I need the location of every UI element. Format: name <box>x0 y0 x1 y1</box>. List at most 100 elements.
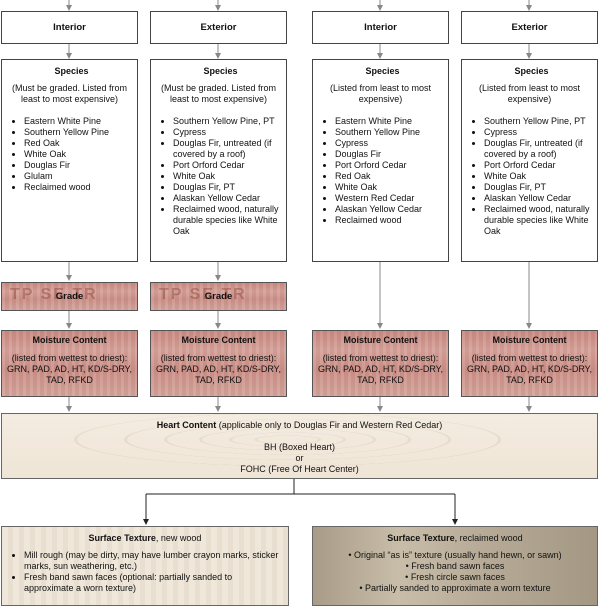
header-label: Interior <box>364 22 397 33</box>
moisture-values: GRN, PAD, AD, HT, KD/S-DRY, TAD, RFKD <box>155 364 282 385</box>
list-item: Alaskan Yellow Cedar <box>173 193 282 204</box>
heart-option-fohc: FOHC (Free Of Heart Center) <box>240 464 359 474</box>
moisture-note: (listed from wettest to driest): <box>322 353 439 363</box>
moisture-box-1: Moisture Content (listed from wettest to… <box>1 330 138 397</box>
moisture-title: Moisture Content <box>181 335 256 345</box>
surface-reclaimed-title: Surface Texture, reclaimed wood <box>321 533 589 544</box>
list-item: Douglas Fir, untreated (if covered by a … <box>173 138 282 160</box>
list-item: Douglas Fir, PT <box>484 182 593 193</box>
list-item: Port Orford Cedar <box>335 160 444 171</box>
heart-title-rest: (applicable only to Douglas Fir and West… <box>216 420 443 430</box>
grade-box-1: TP SE TR Grade <box>1 282 138 311</box>
list-item: Reclaimed wood <box>335 215 444 226</box>
list-item: Eastern White Pine <box>24 116 133 127</box>
list-item: Western Red Cedar <box>335 193 444 204</box>
species-box-4: Species (Listed from least to most expen… <box>461 59 598 262</box>
moisture-values: GRN, PAD, AD, HT, KD/S-DRY, TAD, RFKD <box>6 364 133 385</box>
surface-reclaimed-title-rest: , reclaimed wood <box>454 533 523 543</box>
surface-reclaimed-item: • Fresh band sawn faces <box>405 561 505 571</box>
list-item: Douglas Fir <box>24 160 133 171</box>
list-item: White Oak <box>24 149 133 160</box>
list-item: Cypress <box>335 138 444 149</box>
species-title: Species <box>514 66 549 76</box>
list-item: Douglas Fir <box>335 149 444 160</box>
list-item: Southern Yellow Pine, PT <box>484 116 593 127</box>
grade-stamp-image: TP SE TR <box>159 286 247 303</box>
list-item: White Oak <box>173 171 282 182</box>
species-list: Eastern White PineSouthern Yellow PineCy… <box>321 116 444 226</box>
surface-new-list: Mill rough (may be dirty, may have lumbe… <box>10 550 280 594</box>
list-item: Red Oak <box>335 171 444 182</box>
list-item: Eastern White Pine <box>335 116 444 127</box>
species-box-1: Species (Must be graded. Listed from lea… <box>1 59 138 262</box>
list-item: Red Oak <box>24 138 133 149</box>
heart-title-bold: Heart Content <box>156 420 217 430</box>
species-note: (Listed from least to most expensive) <box>478 83 581 104</box>
list-item: Southern Yellow Pine <box>335 127 444 138</box>
heart-title: Heart Content (applicable only to Dougla… <box>2 420 597 431</box>
species-note: (Must be graded. Listed from least to mo… <box>160 83 277 104</box>
header-label: Interior <box>53 22 86 33</box>
moisture-note: (listed from wettest to driest): <box>471 353 588 363</box>
moisture-box-2: Moisture Content (listed from wettest to… <box>150 330 287 397</box>
list-item: Fresh band sawn faces (optional: partial… <box>24 572 280 594</box>
moisture-box-3: Moisture Content (listed from wettest to… <box>312 330 449 397</box>
list-item: Alaskan Yellow Cedar <box>335 204 444 215</box>
species-box-3: Species (Listed from least to most expen… <box>312 59 449 262</box>
species-title: Species <box>203 66 238 76</box>
surface-texture-reclaimed-box: Surface Texture, reclaimed wood • Origin… <box>312 526 598 606</box>
list-item: Reclaimed wood, naturally durable specie… <box>173 204 282 237</box>
grade-label: Grade <box>204 291 233 302</box>
moisture-title: Moisture Content <box>343 335 418 345</box>
list-item: Port Orford Cedar <box>484 160 593 171</box>
moisture-note: (listed from wettest to driest): <box>160 353 277 363</box>
list-item: White Oak <box>335 182 444 193</box>
surface-reclaimed-title-bold: Surface Texture <box>387 533 455 543</box>
column-header-interior-graded: Interior <box>1 11 138 44</box>
species-note: (Listed from least to most expensive) <box>329 83 432 104</box>
surface-new-title: Surface Texture, new wood <box>10 533 280 544</box>
list-item: Mill rough (may be dirty, may have lumbe… <box>24 550 280 572</box>
column-header-exterior-graded: Exterior <box>150 11 287 44</box>
grade-label: Grade <box>55 291 84 302</box>
surface-new-title-bold: Surface Texture <box>88 533 156 543</box>
heart-option-or: or <box>295 453 304 463</box>
list-item: Reclaimed wood <box>24 182 133 193</box>
surface-reclaimed-list: • Original “as is” texture (usually hand… <box>321 550 589 594</box>
species-list: Southern Yellow Pine, PTCypressDouglas F… <box>159 116 282 237</box>
surface-reclaimed-item: • Original “as is” texture (usually hand… <box>348 550 562 560</box>
list-item: Douglas Fir, untreated (if covered by a … <box>484 138 593 160</box>
species-list: Southern Yellow Pine, PTCypressDouglas F… <box>470 116 593 237</box>
moisture-note: (listed from wettest to driest): <box>11 353 128 363</box>
moisture-values: GRN, PAD, AD, HT, KD/S-DRY, TAD, RFKD <box>466 364 593 385</box>
surface-reclaimed-item: • Fresh circle sawn faces <box>405 572 505 582</box>
species-box-2: Species (Must be graded. Listed from lea… <box>150 59 287 262</box>
moisture-box-4: Moisture Content (listed from wettest to… <box>461 330 598 397</box>
heart-option-bh: BH (Boxed Heart) <box>263 442 336 452</box>
moisture-title: Moisture Content <box>492 335 567 345</box>
species-title: Species <box>365 66 400 76</box>
list-item: Alaskan Yellow Cedar <box>484 193 593 204</box>
species-title: Species <box>54 66 89 76</box>
species-note: (Must be graded. Listed from least to mo… <box>11 83 128 104</box>
grade-box-2: TP SE TR Grade <box>150 282 287 311</box>
list-item: Reclaimed wood, naturally durable specie… <box>484 204 593 237</box>
grade-stamp-image: TP SE TR <box>10 286 98 303</box>
list-item: Glulam <box>24 171 133 182</box>
list-item: Cypress <box>173 127 282 138</box>
header-label: Exterior <box>511 22 548 33</box>
list-item: Douglas Fir, PT <box>173 182 282 193</box>
species-list: Eastern White PineSouthern Yellow PineRe… <box>10 116 133 193</box>
heart-content-box: Heart Content (applicable only to Dougla… <box>1 413 598 479</box>
list-item: Port Orford Cedar <box>173 160 282 171</box>
column-header-interior-reclaimed: Interior <box>312 11 449 44</box>
surface-new-title-rest: , new wood <box>155 533 202 543</box>
header-label: Exterior <box>200 22 237 33</box>
list-item: Cypress <box>484 127 593 138</box>
list-item: Southern Yellow Pine, PT <box>173 116 282 127</box>
moisture-title: Moisture Content <box>32 335 107 345</box>
list-item: White Oak <box>484 171 593 182</box>
column-header-exterior-reclaimed: Exterior <box>461 11 598 44</box>
moisture-values: GRN, PAD, AD, HT, KD/S-DRY, TAD, RFKD <box>317 364 444 385</box>
